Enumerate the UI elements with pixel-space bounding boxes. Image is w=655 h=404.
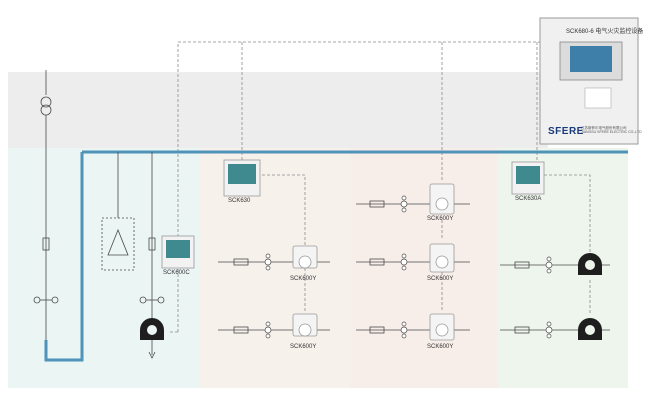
breaker-symbols bbox=[264, 195, 553, 339]
toroid-sensors bbox=[140, 253, 602, 340]
zone-feeder-b bbox=[350, 148, 498, 388]
cabinet-brand: SFERE bbox=[548, 126, 584, 137]
left-monitor-label: SCK600C bbox=[163, 270, 190, 276]
center-monitor-label: SCK630 bbox=[228, 198, 251, 204]
cabinet-company-en: JIANGSU SFERE ELECTRIC CO.,LTD bbox=[581, 130, 642, 134]
top-band bbox=[8, 72, 548, 148]
main-busbar bbox=[44, 150, 628, 362]
cabinet-title: SCK680-6 电气火灾监控设备 bbox=[566, 29, 644, 35]
sensor-label-zone3-mid: SCK600Y bbox=[427, 276, 454, 282]
sensor-label-zone2-bottom: SCK600Y bbox=[290, 344, 317, 350]
sensor-label-zone2-top: SCK600Y bbox=[290, 276, 317, 282]
leakage-sensors bbox=[292, 183, 455, 341]
monitor-devices bbox=[161, 159, 545, 269]
cabinet-company: 江苏斯菲尔电气股份有限公司 JIANGSU SFERE ELECTRIC CO.… bbox=[581, 126, 642, 134]
sensor-label-zone3-bottom: SCK600Y bbox=[427, 344, 454, 350]
right-monitor-label: SCK630A bbox=[515, 196, 542, 202]
sensor-label-zone3-top: SCK600Y bbox=[427, 216, 454, 222]
monitoring-cabinet bbox=[539, 17, 639, 145]
zone-feeder-a bbox=[200, 148, 350, 388]
signal-bus bbox=[170, 41, 591, 333]
incoming-feeder bbox=[33, 70, 59, 340]
cabinet-company-cn: 江苏斯菲尔电气股份有限公司 bbox=[581, 126, 627, 130]
